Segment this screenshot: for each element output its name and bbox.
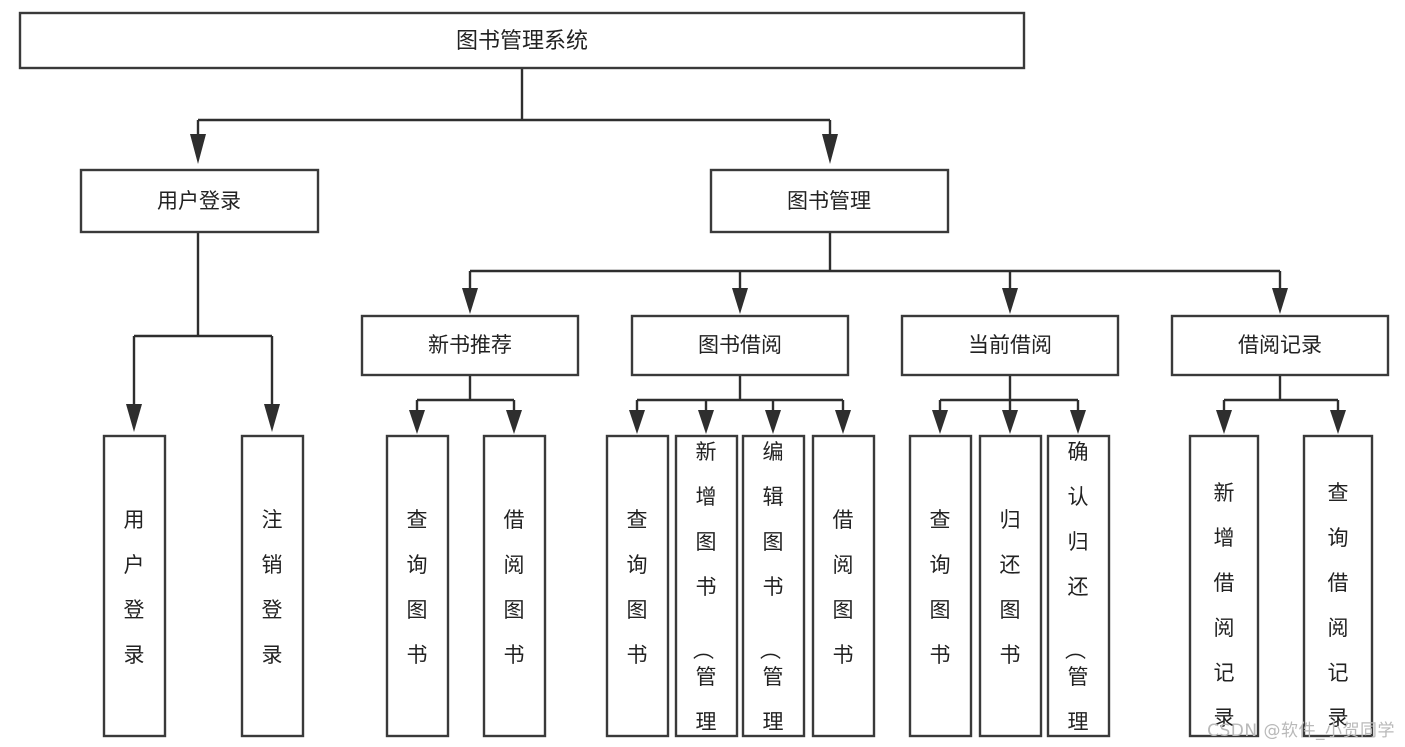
node-box[interactable] (1188, 434, 1260, 738)
node-label: 查询图书 (930, 508, 951, 667)
arrow-head-icon (190, 134, 206, 164)
node-label: 图书借阅 (698, 333, 782, 357)
node-label: 当前借阅 (968, 333, 1052, 357)
node-root-book-management-system[interactable]: 图书管理系统 (18, 11, 1026, 70)
node-leaf-user-login[interactable]: 用户登录 (102, 434, 167, 738)
node-leaf-query-borrow-record[interactable]: 查询借阅记录 (1302, 434, 1374, 738)
node-new-book-recommend[interactable]: 新书推荐 (360, 314, 580, 377)
node-label: 确认归还（管理员） (1063, 440, 1089, 747)
node-box[interactable] (385, 434, 450, 738)
arrow-head-icon (822, 134, 838, 164)
node-borrow-record[interactable]: 借阅记录 (1170, 314, 1390, 377)
arrow-head-icon (932, 410, 948, 434)
node-label: 归还图书 (1000, 508, 1021, 667)
node-label: 编辑图书（管理员） (758, 440, 784, 747)
node-box[interactable] (482, 434, 547, 738)
arrow-head-icon (462, 288, 478, 314)
arrow-head-icon (1002, 288, 1018, 314)
node-leaf-borrow-book-newbook[interactable]: 借阅图书 (482, 434, 547, 738)
arrow-head-icon (1002, 410, 1018, 434)
node-box[interactable] (18, 11, 1026, 70)
node-leaf-query-book-newbook[interactable]: 查询图书 (385, 434, 450, 738)
node-label: 图书管理 (787, 189, 871, 213)
arrow-head-icon (629, 410, 645, 434)
node-box[interactable] (1046, 434, 1111, 738)
node-label: 新增图书（管理员） (691, 440, 717, 747)
arrow-head-icon (126, 404, 142, 432)
node-box[interactable] (1302, 434, 1374, 738)
node-box[interactable] (900, 314, 1120, 377)
node-box[interactable] (605, 434, 670, 738)
connector-currentborrow-to-leaves (932, 375, 1086, 434)
node-book-borrow[interactable]: 图书借阅 (630, 314, 850, 377)
node-user-login[interactable]: 用户登录 (79, 168, 320, 234)
node-box[interactable] (811, 434, 876, 738)
node-box[interactable] (674, 434, 739, 738)
connector-borrowrecord-to-leaves (1216, 375, 1346, 434)
node-leaf-query-book-current[interactable]: 查询图书 (908, 434, 973, 738)
node-box[interactable] (102, 434, 167, 738)
node-box[interactable] (79, 168, 320, 234)
node-leaf-borrow-book-borrow[interactable]: 借阅图书 (811, 434, 876, 738)
node-leaf-add-borrow-record[interactable]: 新增借阅记录 (1188, 434, 1260, 738)
connector-bookborrow-to-leaves (629, 375, 851, 434)
node-box[interactable] (360, 314, 580, 377)
arrow-head-icon (835, 410, 851, 434)
arrow-head-icon (1272, 288, 1288, 314)
arrow-head-icon (698, 410, 714, 434)
node-label: 借阅图书 (504, 508, 525, 667)
connector-userlogin-to-leaves (126, 232, 280, 432)
node-leaf-add-book-admin[interactable]: 新增图书（管理员） (674, 434, 739, 747)
node-label: 借阅记录 (1238, 333, 1322, 357)
node-label: 用户登录 (157, 189, 241, 213)
node-label: 查询图书 (627, 508, 648, 667)
arrow-head-icon (732, 288, 748, 314)
node-leaf-edit-book-admin[interactable]: 编辑图书（管理员） (741, 434, 806, 747)
node-box[interactable] (741, 434, 806, 738)
node-leaf-query-book-borrow[interactable]: 查询图书 (605, 434, 670, 738)
node-leaf-confirm-return-admin[interactable]: 确认归还（管理员） (1046, 434, 1111, 747)
node-label: 图书管理系统 (456, 29, 588, 54)
arrow-head-icon (1216, 410, 1232, 434)
node-label: 注销登录 (262, 508, 283, 667)
connector-root-to-level2 (190, 68, 838, 164)
node-label: 借阅图书 (833, 508, 854, 667)
arrow-head-icon (1070, 410, 1086, 434)
arrow-head-icon (1330, 410, 1346, 434)
arrow-head-icon (264, 404, 280, 432)
node-box[interactable] (978, 434, 1043, 738)
node-leaf-return-book[interactable]: 归还图书 (978, 434, 1043, 738)
node-leaf-logout[interactable]: 注销登录 (240, 434, 305, 738)
node-box[interactable] (630, 314, 850, 377)
node-box[interactable] (240, 434, 305, 738)
node-label: 用户登录 (124, 508, 145, 667)
connector-bookmgmt-to-level3 (462, 232, 1288, 314)
node-label: 新书推荐 (428, 333, 512, 357)
node-book-management[interactable]: 图书管理 (709, 168, 950, 234)
arrow-head-icon (506, 410, 522, 434)
node-label: 新增借阅记录 (1214, 481, 1235, 730)
node-box[interactable] (709, 168, 950, 234)
node-label: 查询图书 (407, 508, 428, 667)
arrow-head-icon (409, 410, 425, 434)
node-box[interactable] (908, 434, 973, 738)
node-label: 查询借阅记录 (1328, 481, 1349, 730)
arrow-head-icon (765, 410, 781, 434)
node-box[interactable] (1170, 314, 1390, 377)
node-current-borrow[interactable]: 当前借阅 (900, 314, 1120, 377)
connector-newbook-to-leaves (409, 375, 522, 434)
